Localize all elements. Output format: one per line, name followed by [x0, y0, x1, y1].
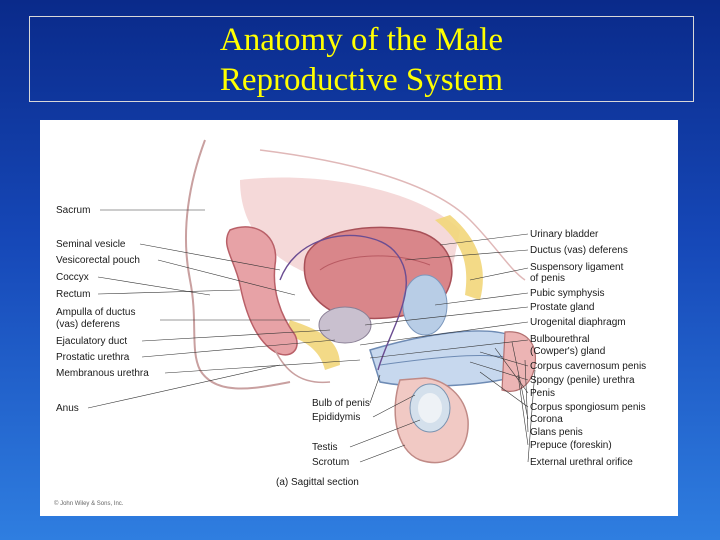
label-vesicorectal-pouch: Vesicorectal pouch [56, 255, 140, 266]
label-prostatic-urethra: Prostatic urethra [56, 352, 130, 363]
label-penis: Penis [530, 388, 556, 399]
label-pubic-symphysis: Pubic symphysis [530, 288, 605, 299]
label-bulbourethral-line-2: (Cowper's) gland [530, 346, 606, 357]
label-ejaculatory-duct: Ejaculatory duct [56, 336, 128, 347]
label-coccyx: Coccyx [56, 272, 89, 283]
label-anus: Anus [56, 403, 79, 414]
label-corpus-spongiosum: Corpus spongiosum penis [530, 402, 646, 413]
figure-caption: (a) Sagittal section [276, 477, 359, 488]
label-ductus-deferens: Ductus (vas) deferens [530, 245, 628, 256]
label-ampulla-line-1: Ampulla of ductus [56, 307, 136, 318]
label-prostate-gland: Prostate gland [530, 302, 595, 313]
label-urogenital-diaphragm: Urogenital diaphragm [530, 317, 626, 328]
label-ampulla-line-2: (vas) deferens [56, 319, 120, 330]
title-frame: Anatomy of the Male Reproductive System [29, 16, 694, 102]
label-suspensory-line-1: Suspensory ligament [530, 262, 624, 273]
label-external-urethral-orifice: External urethral orifice [530, 457, 633, 468]
label-glans-penis: Glans penis [530, 427, 583, 438]
slide-title-line-1: Anatomy of the Male [219, 22, 504, 58]
label-rectum: Rectum [56, 289, 91, 300]
label-corpus-cavernosum: Corpus cavernosum penis [530, 361, 647, 372]
label-bulb-of-penis: Bulb of penis [312, 398, 370, 409]
label-prepuce: Prepuce (foreskin) [530, 440, 612, 451]
label-epididymis: Epididymis [312, 412, 361, 423]
label-spongy-urethra: Spongy (penile) urethra [530, 375, 635, 386]
slide-title-line-2: Reproductive System [219, 62, 504, 98]
label-testis: Testis [312, 442, 338, 453]
label-corona: Corona [530, 414, 563, 425]
label-suspensory-line-2: of penis [530, 273, 566, 284]
label-urinary-bladder: Urinary bladder [530, 229, 599, 240]
label-membranous-urethra: Membranous urethra [56, 368, 149, 379]
anatomy-illustration: Sacrum Seminal vesicle Vesicorectal pouc… [40, 120, 678, 516]
copyright-notice: © John Wiley & Sons, Inc. [54, 501, 124, 507]
label-scrotum: Scrotum [312, 457, 350, 468]
sagittal-section-drawing [87, 139, 536, 464]
label-seminal-vesicle: Seminal vesicle [56, 239, 126, 250]
label-sacrum: Sacrum [56, 205, 91, 216]
label-bulbourethral-line-1: Bulbourethral [530, 334, 590, 345]
